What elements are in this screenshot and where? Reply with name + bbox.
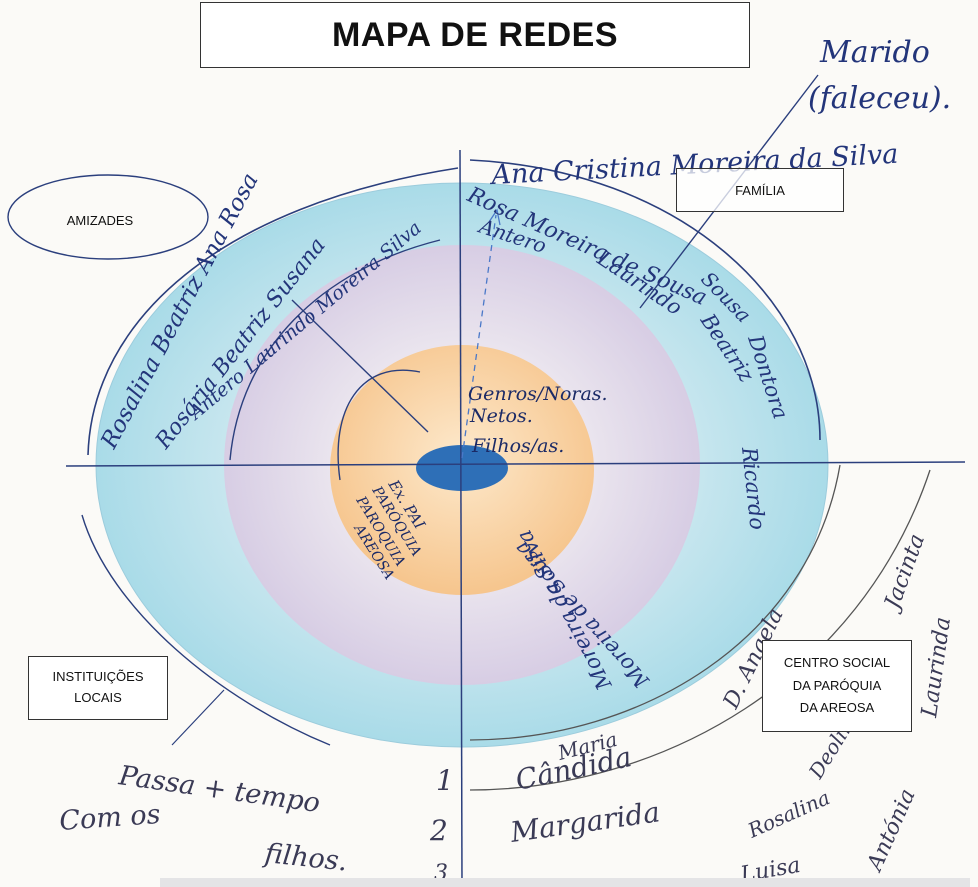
instituicoes-arc: [81, 514, 331, 746]
bottom-scan-bar: [160, 878, 970, 887]
hw-genros: Genros/Noras.: [468, 383, 608, 405]
centro-line-2: DA PARÓQUIA: [792, 677, 882, 693]
pointer-line: [291, 299, 429, 433]
dashed-arrow-head: [488, 208, 501, 226]
hw-passa-2: Com os: [58, 799, 161, 837]
page-title: MAPA DE REDES: [200, 2, 750, 68]
centro-line-3: DA AREOSA: [799, 700, 875, 716]
hw-laurinda: Laurinda: [917, 616, 956, 720]
instituicoes-line-1: INSTITUIÇÕES: [52, 669, 144, 685]
center-dot: [416, 445, 508, 491]
amizades-circle: [7, 174, 209, 260]
familia-label: FAMÍLIA: [676, 168, 844, 212]
instituicoes-line: [171, 689, 225, 746]
hw-netos: Netos.: [469, 405, 533, 427]
hw-marido: Marido: [819, 35, 930, 70]
horizontal-axis: [65, 461, 966, 467]
hw-num-2: 2: [429, 814, 448, 847]
inner-loop: [337, 369, 421, 481]
hw-faleceu: (faleceu).: [808, 81, 951, 116]
amizades-outer-arc: [87, 167, 459, 456]
hw-num-1: 1: [436, 764, 454, 797]
amizades-inner-arc: [229, 239, 441, 461]
familia-outer-arc: [469, 159, 821, 441]
hw-rosalina: Rosalina: [743, 785, 833, 843]
hw-jacinta: Jacinta: [879, 531, 930, 616]
hw-antonia: Antónia: [862, 785, 921, 876]
centro-line-1: CENTRO SOCIAL: [783, 654, 891, 670]
hw-margarida: Margarida: [507, 795, 661, 849]
amizades-label: AMIZADES: [66, 212, 134, 228]
instituicoes-line-2: LOCAIS: [74, 690, 122, 705]
vertical-axis: [459, 149, 463, 887]
hw-filhos: Filhos/as.: [471, 435, 564, 457]
center-social-arc-1: [469, 469, 931, 791]
center-social-arc-2: [469, 464, 841, 741]
centro-social-label: CENTRO SOCIAL DA PARÓQUIA DA AREOSA: [762, 640, 912, 732]
dashed-arrow: [461, 214, 497, 459]
instituicoes-label: INSTITUIÇÕES LOCAIS: [28, 656, 168, 720]
hw-passa-3: filhos.: [261, 838, 349, 878]
